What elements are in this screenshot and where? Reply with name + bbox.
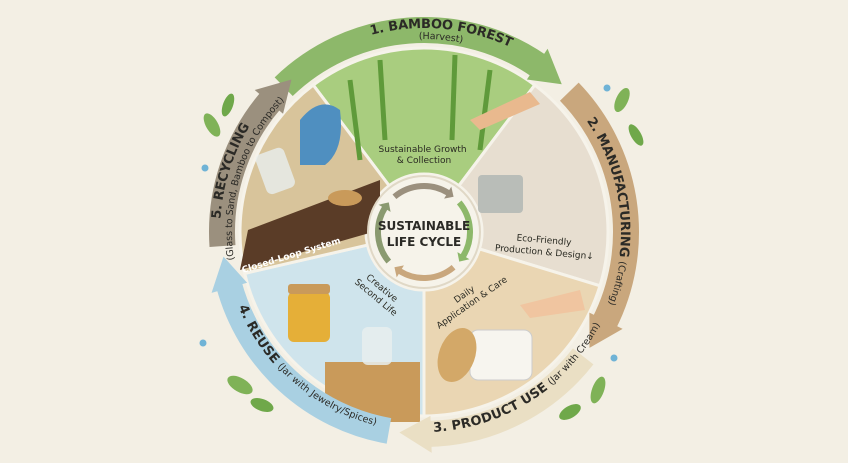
- leaf-icon: [203, 113, 221, 137]
- cycle-arrow-head: [394, 265, 404, 278]
- spice-jar: [288, 292, 330, 342]
- arrow-band: [209, 90, 282, 247]
- arrow-band: [216, 280, 392, 444]
- cream-jar: [469, 329, 533, 381]
- bamboo-stalks: [347, 54, 493, 161]
- leaf-icon: [221, 93, 235, 117]
- water-drop-icon: [603, 84, 611, 92]
- leaf-icon: [559, 404, 581, 420]
- cycle-arrow-head: [444, 186, 454, 199]
- background-decorations: [199, 84, 644, 420]
- leaf-icon: [628, 124, 644, 146]
- arrow-band: [274, 17, 548, 97]
- arrow-head: [211, 256, 248, 293]
- cycle-arrow-head: [457, 252, 470, 262]
- arrow-head: [526, 48, 562, 85]
- arrow-recycling: [209, 79, 292, 247]
- cycle-arrow-head: [378, 202, 391, 212]
- scene-decorations: [240, 54, 585, 422]
- arrow-head: [399, 415, 432, 453]
- arrow-head: [254, 79, 292, 114]
- cycle-arrow: [375, 206, 392, 264]
- leaf-icon: [227, 375, 253, 395]
- arrow-band: [559, 82, 639, 330]
- cream-jar-lid: [437, 327, 477, 383]
- caption-line: Sustainable Growth: [379, 145, 467, 155]
- water-drop-icon: [199, 339, 207, 347]
- jewelry-jar: [362, 327, 392, 365]
- cycle-arrows-icon: [375, 183, 473, 281]
- caption-line: Eco-Friendly: [516, 234, 572, 249]
- caption-line: & Collection: [397, 156, 451, 166]
- leaf-icon: [614, 87, 630, 113]
- caption-bamboo-forest: Sustainable Growth & Collection: [379, 145, 470, 166]
- spice-jar-lid: [288, 284, 330, 294]
- arrow-reuse: [211, 256, 392, 444]
- water-drop-icon: [201, 164, 209, 172]
- glass-jar: [255, 147, 295, 195]
- wedge-manufacturing: [456, 82, 610, 288]
- cycle-arrow: [398, 264, 456, 281]
- machine: [478, 175, 523, 213]
- center-title-line2: LIFE CYCLE: [387, 235, 461, 249]
- center-badge: SUSTAINABLE LIFE CYCLE: [367, 175, 481, 289]
- ring-arrows: [209, 17, 639, 453]
- arrow-bamboo-forest: [274, 17, 562, 97]
- arrow-band: [427, 348, 594, 447]
- arrow-head: [589, 312, 623, 348]
- cycle-arrow: [392, 183, 450, 200]
- leaf-icon: [590, 376, 606, 404]
- hand-with-shears: [470, 92, 540, 130]
- hand-with-spatula: [520, 290, 585, 318]
- arrow-product-use: [399, 348, 594, 453]
- bamboo-lid: [328, 190, 362, 206]
- center-title-line1: SUSTAINABLE: [378, 219, 470, 233]
- wave: [300, 104, 341, 165]
- cycle-arrow: [456, 200, 473, 258]
- wedge-bamboo-forest: [311, 46, 537, 188]
- water-drop-icon: [610, 354, 618, 362]
- arrow-manufacturing: [559, 82, 639, 348]
- leaf-icon: [250, 398, 274, 412]
